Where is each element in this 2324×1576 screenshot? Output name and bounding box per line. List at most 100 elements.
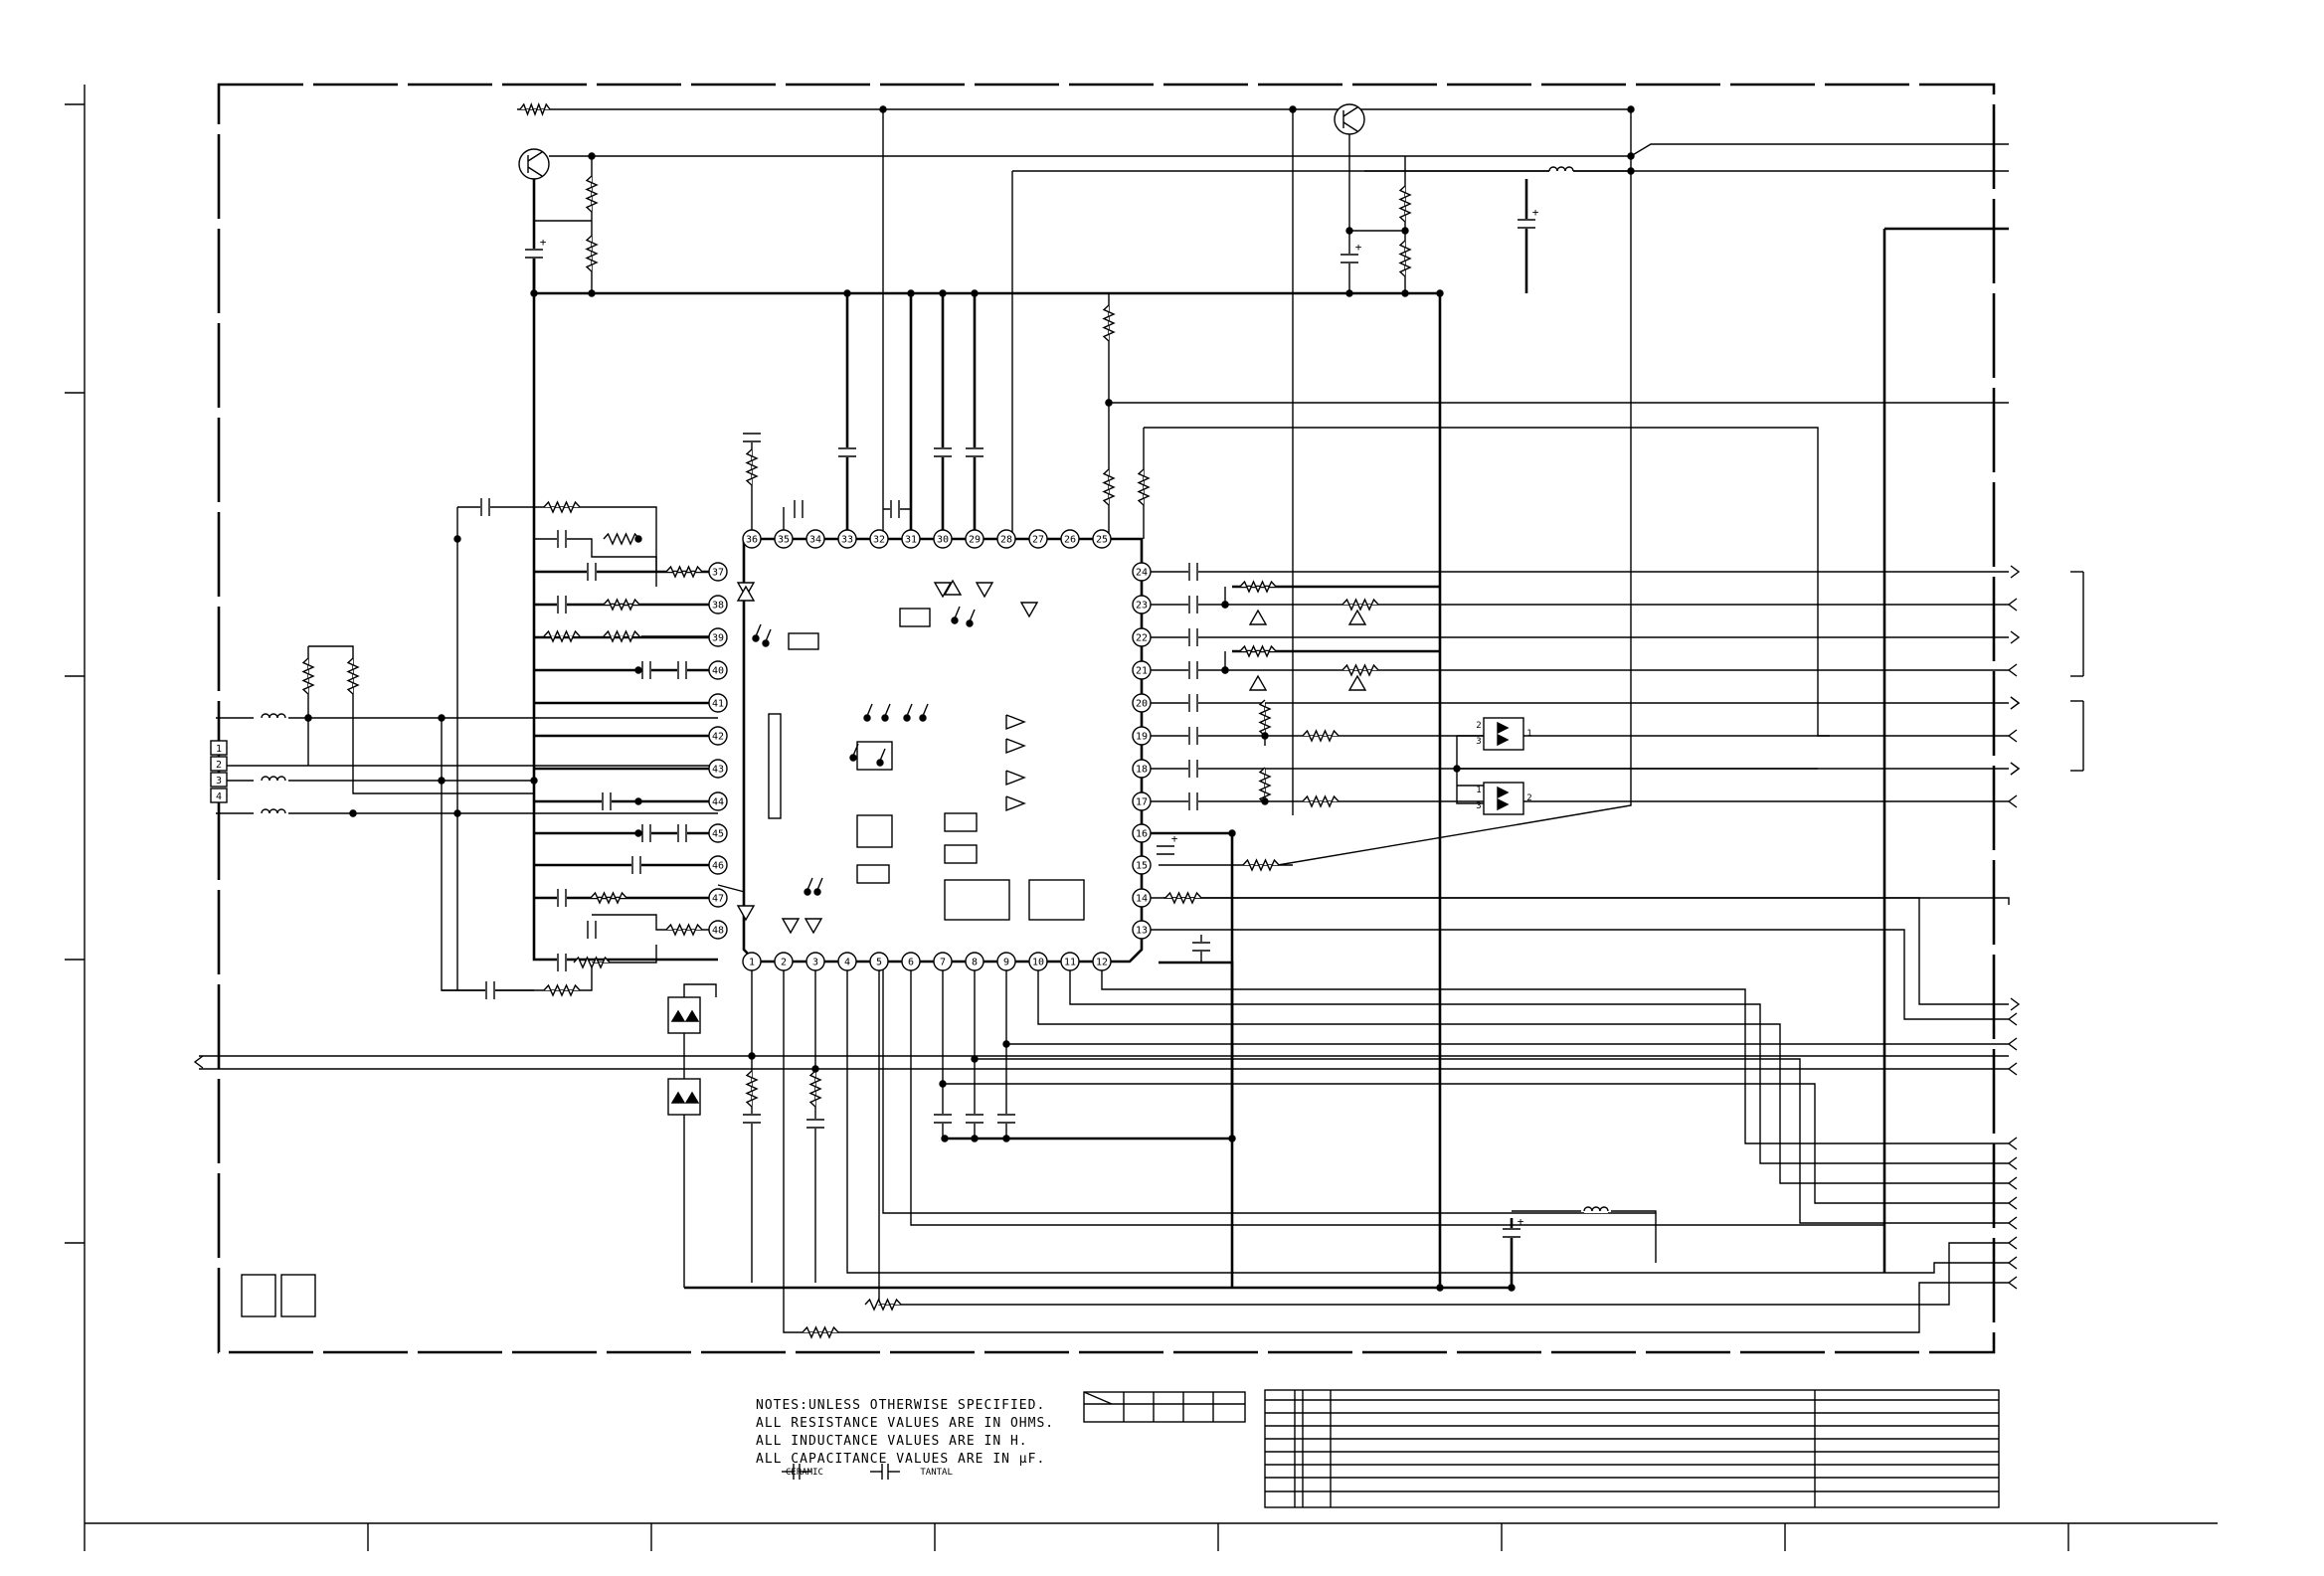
- switch: [969, 609, 976, 622]
- components: [210, 102, 1635, 1480]
- wire: [1069, 970, 2009, 1164]
- junction-dot: [1289, 105, 1297, 113]
- capacitor-gap: [631, 856, 641, 874]
- ic-pin-label: 44: [712, 797, 724, 808]
- connector-pin: [210, 772, 228, 788]
- capacitor-gap: [1341, 254, 1358, 263]
- triangle-marker: [943, 579, 963, 596]
- ic-pin: [1132, 595, 1152, 614]
- connector-pin-label: 2: [216, 760, 222, 771]
- capacitor-gap: [1188, 661, 1198, 679]
- wire: [975, 1058, 2009, 1224]
- ic-pin: [1132, 627, 1152, 647]
- diode: [684, 1009, 700, 1022]
- wire: [441, 718, 534, 991]
- ic-pin: [1132, 693, 1152, 713]
- junction-dot: [1261, 732, 1269, 740]
- resistor: [1137, 468, 1151, 506]
- ic-pin-label: 25: [1096, 535, 1108, 546]
- diode: [684, 1091, 700, 1104]
- ic-pin-label: 18: [1136, 765, 1148, 776]
- resistor: [543, 629, 581, 643]
- capacitor-gap: [557, 530, 567, 548]
- junction-dot: [1221, 666, 1229, 674]
- capacitor-gap: [997, 1114, 1015, 1124]
- resistor: [519, 102, 551, 116]
- junction-dot: [1228, 1135, 1236, 1142]
- ic-pin: [1132, 920, 1152, 940]
- capacitor-gap: [1503, 1228, 1520, 1238]
- ic-pin-label: 3: [812, 958, 818, 968]
- wire: [534, 538, 657, 587]
- junction-dot: [1002, 1040, 1010, 1048]
- capacitor-gap: [480, 498, 490, 516]
- wiring: [65, 84, 2218, 1551]
- capacitor-legend: CERAMIC TANTAL: [786, 1468, 992, 1478]
- resistor: [603, 532, 640, 546]
- ic-pin: [708, 920, 728, 940]
- wire: [1150, 897, 2010, 905]
- ic-block: [899, 608, 931, 627]
- triangle-marker: [804, 918, 823, 935]
- diode-pin-label: 1: [1526, 729, 1531, 739]
- wire: [1037, 970, 2009, 1184]
- junction-dot: [1345, 227, 1353, 235]
- tantal-label: TANTAL: [920, 1468, 953, 1478]
- connector-pin: [210, 740, 228, 756]
- capacitor-gap: [587, 921, 597, 939]
- wire: [1163, 897, 2009, 1005]
- capacitor-gap: [966, 1114, 983, 1124]
- capacitor-gap: [934, 447, 952, 457]
- switch: [866, 703, 873, 717]
- diode: [670, 1009, 686, 1022]
- junction-dot: [748, 1052, 756, 1060]
- ic-block: [944, 812, 978, 832]
- polarity-mark: +: [1518, 1215, 1524, 1228]
- buffer: [1005, 714, 1026, 731]
- diode-pin-label: 2: [1476, 721, 1481, 731]
- resistor: [603, 629, 640, 643]
- output-arrow: [2010, 762, 2021, 776]
- ic-pin: [708, 855, 728, 875]
- polarity-mark: +: [540, 236, 547, 249]
- ic-pin-label: 30: [937, 535, 949, 546]
- resistor: [1242, 858, 1280, 872]
- inductor-gap: [1584, 1205, 1608, 1213]
- ic-pin-label: 5: [876, 958, 882, 968]
- capacitor-gap: [557, 596, 567, 613]
- wire: [683, 983, 717, 997]
- capacitor-gap: [677, 661, 687, 679]
- resistor: [585, 235, 599, 272]
- ic-pin-label: 27: [1032, 535, 1044, 546]
- input-arrow: [2007, 794, 2018, 808]
- transistor: [518, 148, 550, 180]
- inductor: [1599, 1206, 1609, 1212]
- input-arrow: [2007, 1236, 2018, 1250]
- ic-pin-label: 6: [908, 958, 914, 968]
- ic-pin-label: 35: [778, 535, 790, 546]
- ic-pin: [708, 791, 728, 811]
- inductor: [1564, 166, 1574, 172]
- ic-pin-label: 16: [1136, 829, 1148, 840]
- junction-dot: [530, 777, 538, 785]
- junction-dot: [453, 535, 461, 543]
- ceramic-label: CERAMIC: [786, 1468, 823, 1478]
- ic-pin-label: 14: [1136, 894, 1148, 905]
- triangle-marker: [975, 582, 994, 599]
- ic-pin: [837, 529, 857, 549]
- ic-block: [856, 864, 890, 884]
- junction-dot: [588, 289, 596, 297]
- junction-dot: [530, 289, 538, 297]
- ic-pin: [708, 759, 728, 779]
- output-arrow: [2010, 762, 2021, 776]
- ic-pin-label: 20: [1136, 699, 1148, 710]
- wire: [308, 645, 534, 794]
- input-arrow: [2007, 1216, 2018, 1230]
- diode: [1497, 786, 1510, 799]
- ic-pin: [774, 952, 794, 971]
- triangle-marker: [1347, 609, 1367, 625]
- diode: [1497, 733, 1510, 747]
- input-arrow: [2007, 1012, 2018, 1026]
- capacitor-gap: [587, 563, 597, 581]
